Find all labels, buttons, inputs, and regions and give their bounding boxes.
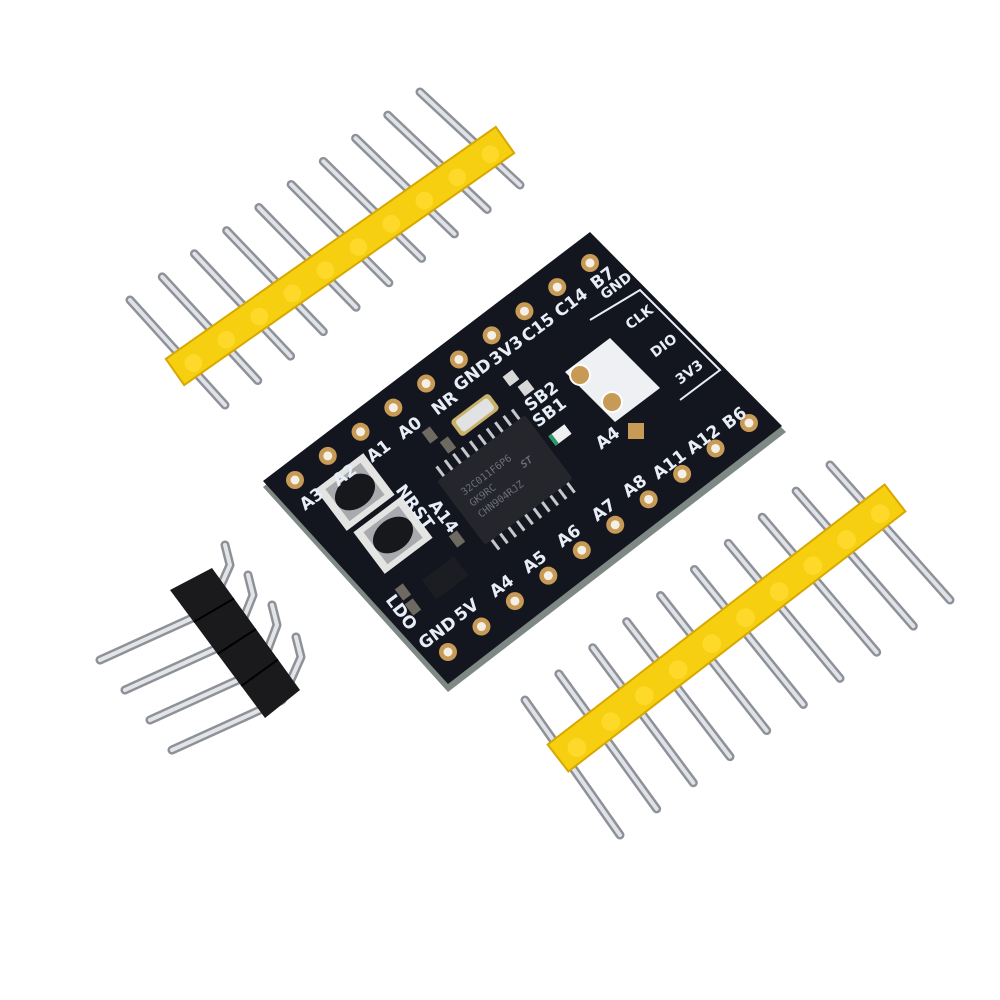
reset-button[interactable] (315, 453, 395, 531)
swd-hole (569, 364, 591, 386)
pcb-board: 32C011F6P6 GK9RC CHN904RJZ ST (263, 232, 786, 692)
right-angle-header (95, 540, 306, 755)
voltage-regulator (421, 556, 469, 600)
swd-pad-area (565, 338, 660, 422)
swd-hole (601, 391, 623, 413)
pin-holes (286, 254, 758, 661)
pin-header-top-left (125, 87, 525, 410)
buttons (315, 453, 433, 574)
smd-components (394, 369, 535, 616)
pin-header-bottom-right (520, 460, 955, 840)
led (548, 424, 572, 446)
mcu-chip: 32C011F6P6 GK9RC CHN904RJZ ST (435, 408, 576, 551)
crystal (451, 394, 499, 436)
boot-button[interactable] (353, 496, 433, 574)
swd-square-pad (628, 423, 644, 439)
